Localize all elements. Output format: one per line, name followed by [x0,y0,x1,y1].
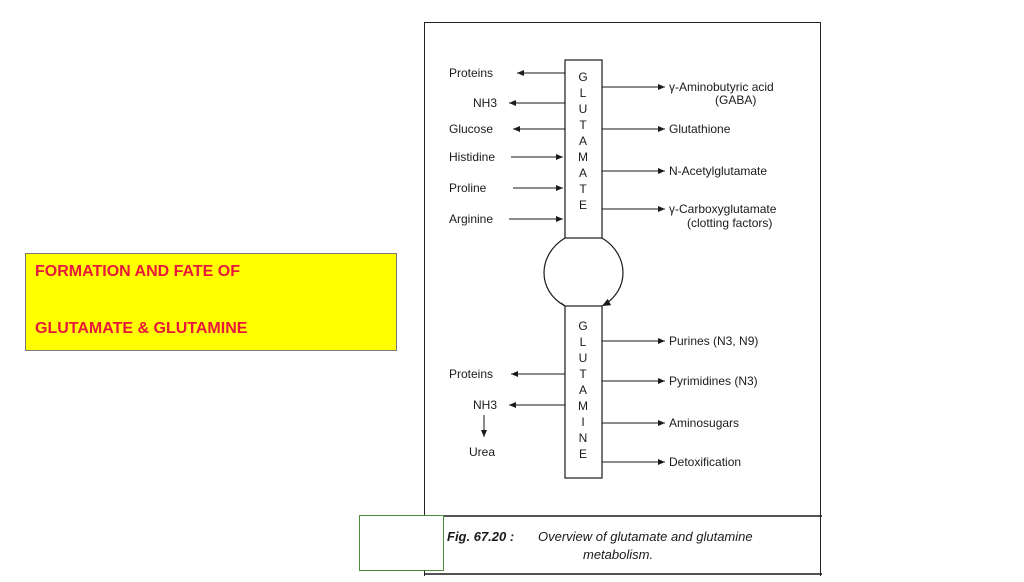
input-proline: Proline [449,181,487,195]
glutamate-left-outputs: Proteins NH3 Glucose [449,66,565,136]
glutamate-letter: E [579,198,587,212]
glutamate-letter: L [580,86,587,100]
conversion-arc-left [543,237,566,307]
output-urea: Urea [469,445,495,459]
glutamine-left-outputs: Proteins NH3 Urea [449,367,565,459]
output-clotting-factors: (clotting factors) [687,216,772,230]
glutamate-letter: A [579,166,587,180]
glutamate-letter: T [579,118,587,132]
output-gaba-abbrev: (GABA) [715,93,756,107]
output-purines: Purines (N3, N9) [669,334,758,348]
glutamate-letter: A [579,134,587,148]
gln-output-proteins: Proteins [449,367,493,381]
glutamine-right-outputs: Purines (N3, N9) Pyrimidines (N3) Aminos… [602,334,758,469]
output-pyrimidines: Pyrimidines (N3) [669,374,758,388]
title-line-1: FORMATION AND FATE OF [35,263,241,280]
conversion-arc-right [601,237,624,307]
glutamine-letters: G L U T A M I N E [578,319,588,461]
glutamate-letter: T [579,182,587,196]
glutamine-letter: T [579,367,587,381]
title-box: FORMATION AND FATE OF GLUTAMATE & GLUTAM… [25,253,397,351]
output-glucose: Glucose [449,122,493,136]
input-arginine: Arginine [449,212,493,226]
glutamine-letter: M [578,399,588,413]
glutamine-letter: G [578,319,587,333]
glutamate-box [564,59,603,239]
glutamate-letters: G L U T A M A T E [578,70,588,212]
output-nh3: NH3 [473,96,497,110]
glutamine-letter: I [581,415,584,429]
glutamine-letter: U [579,351,588,365]
input-histidine: Histidine [449,150,495,164]
glutamine-box [564,305,603,479]
output-glutathione: Glutathione [669,122,731,136]
metabolism-diagram: G L U T A M A T E G L U T A M I N E [425,59,822,575]
glutamate-left-inputs: Histidine Proline Arginine [449,150,563,226]
caption-line-2: metabolism. [583,547,653,562]
output-detoxification: Detoxification [669,455,741,469]
green-outline-box [359,515,444,571]
caption-line-1: Overview of glutamate and glutamine [538,529,753,544]
output-proteins: Proteins [449,66,493,80]
caption-fig-number: Fig. 67.20 : [447,529,514,544]
glutamate-letter: G [578,70,587,84]
output-aminosugars: Aminosugars [669,416,739,430]
output-gaba: γ-Aminobutyric acid [669,80,774,94]
arc-tick [560,302,566,307]
glutamine-letter: A [579,383,587,397]
title-line-2: GLUTAMATE & GLUTAMINE [35,320,248,337]
metabolism-figure: G L U T A M A T E G L U T A M I N E [424,22,822,576]
glutamate-right-outputs: γ-Aminobutyric acid (GABA) Glutathione N… [602,80,777,230]
glutamine-letter: L [580,335,587,349]
glutamate-letter: M [578,150,588,164]
glutamate-letter: U [579,102,588,116]
glutamine-letter: E [579,447,587,461]
glutamine-letter: N [579,431,588,445]
output-carboxyglutamate: γ-Carboxyglutamate [669,202,777,216]
output-acetylglutamate: N-Acetylglutamate [669,164,767,178]
gln-output-nh3: NH3 [473,398,497,412]
